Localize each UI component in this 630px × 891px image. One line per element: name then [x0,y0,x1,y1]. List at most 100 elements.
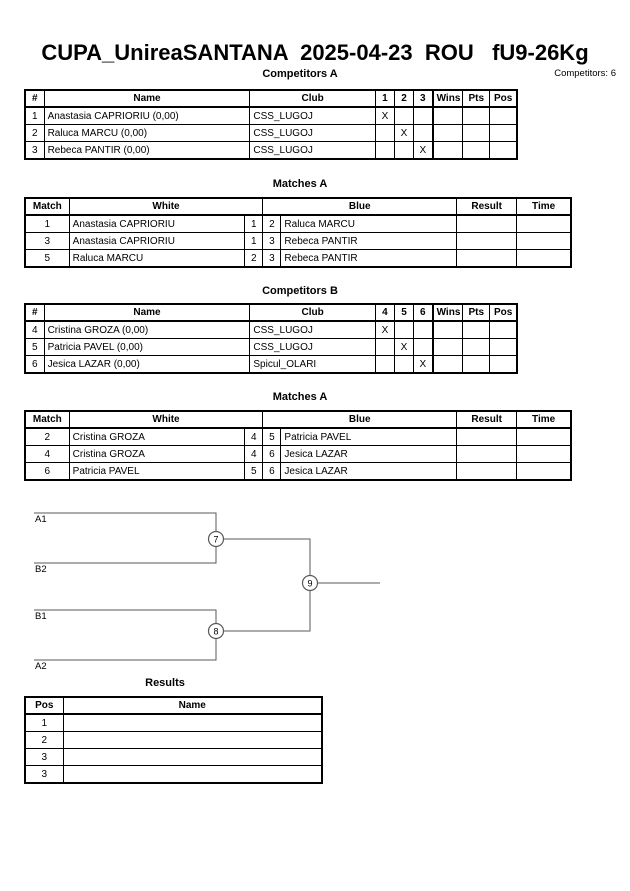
cell-pos [489,124,518,142]
bracket-line-a2 [34,637,217,661]
col-num: # [24,303,45,322]
table-row: 4 Cristina GROZA (0,00) CSS_LUGOJ X [24,320,518,339]
cell-name [62,748,323,766]
cell-mark-5 [393,355,415,374]
col-name: Name [43,303,251,322]
col-pos: Pos [24,696,64,715]
cell-name: Patricia PAVEL (0,00) [43,338,251,356]
cell-name: Rebeca PANTIR (0,00) [43,141,251,160]
col-time: Time [516,197,572,216]
cell-pos: 3 [24,748,64,766]
cell-num: 5 [24,338,45,356]
col-time: Time [516,410,572,429]
cell-time [516,445,572,463]
cell-mark-1 [374,141,395,160]
table-row: 1 Anastasia CAPRIORIU (0,00) CSS_LUGOJ X [24,106,518,125]
col-name: Name [43,89,251,108]
col-result: Result [456,410,518,429]
cell-mark-6: X [413,355,434,374]
cell-pos [489,106,518,125]
table-row: 1 [24,713,323,732]
cell-match-number: 6 [24,462,70,481]
cell-pts [462,106,491,125]
cell-pos: 2 [24,731,64,749]
col-pts: Pts [462,303,491,322]
cell-blue-number: 2 [262,214,282,233]
cell-result [456,249,518,268]
cell-club: CSS_LUGOJ [249,338,376,356]
cell-pos [489,141,518,160]
cell-match-number: 3 [24,232,70,250]
cell-wins [431,141,464,160]
competitors-b-table: # Name Club 4 5 6 Wins Pts Pos 4 Cristin… [24,303,518,374]
cell-mark-1: X [374,106,395,125]
cell-club: CSS_LUGOJ [249,106,376,125]
cell-white-number: 4 [244,427,264,446]
cell-pts [462,141,491,160]
cell-blue-number: 3 [262,249,282,268]
cell-white-number: 1 [244,214,264,233]
cell-time [516,232,572,250]
cell-result [456,427,518,446]
competitors-a-table: # Name Club 1 2 3 Wins Pts Pos 1 Anastas… [24,89,518,160]
table-row: 5 Patricia PAVEL (0,00) CSS_LUGOJ X [24,338,518,356]
table-row: 6 Patricia PAVEL 5 6 Jesica LAZAR [24,462,572,481]
cell-match-number: 4 [24,445,70,463]
cell-pos [489,338,518,356]
col-pts: Pts [462,89,491,108]
col-match: Match [24,410,70,429]
cell-blue-number: 3 [262,232,282,250]
cell-white-name: Raluca MARCU [68,249,246,268]
cell-num: 2 [24,124,45,142]
cell-white-number: 5 [244,462,264,481]
cell-white-name: Anastasia CAPRIORIU [68,214,246,233]
cell-wins [431,338,464,356]
cell-num: 6 [24,355,45,374]
col-match: Match [24,197,70,216]
cell-pos: 3 [24,765,64,784]
cell-club: CSS_LUGOJ [249,141,376,160]
cell-wins [431,355,464,374]
heading-competitors-a: Competitors A [262,68,338,80]
bracket-diagram: 7 8 9 [34,512,380,661]
cell-match-number: 5 [24,249,70,268]
cell-match-number: 1 [24,214,70,233]
col-round-3: 3 [413,89,434,108]
cell-name: Raluca MARCU (0,00) [43,124,251,142]
elimination-bracket: 7 8 9 A1 B2 B1 A2 [0,495,630,680]
cell-time [516,214,572,233]
cell-wins [431,320,464,339]
col-pos: Pos [489,303,518,322]
bracket-node-9-label: 9 [307,579,312,589]
table-row: 3 [24,748,323,766]
col-club: Club [249,303,376,322]
table-row: 6 Jesica LAZAR (0,00) Spicul_OLARI X [24,355,518,374]
cell-mark-3 [413,106,434,125]
cell-blue-name: Rebeca PANTIR [280,249,458,268]
col-blue: Blue [262,197,458,216]
cell-club: Spicul_OLARI [249,355,376,374]
cell-match-number: 2 [24,427,70,446]
bracket-node-7-circle [207,530,225,548]
bracket-node-8-label: 8 [213,627,218,637]
col-round-5: 5 [393,303,415,322]
heading-results: Results [145,677,185,689]
cell-mark-5: X [393,338,415,356]
cell-name [62,731,323,749]
bracket-seed-b2: B2 [35,564,47,575]
heading-competitors-b: Competitors B [262,285,338,297]
cell-blue-number: 6 [262,462,282,481]
cell-club: CSS_LUGOJ [249,124,376,142]
cell-result [456,462,518,481]
bracket-node-8-circle [207,622,225,640]
table-header-row: Match White Blue Result Time [24,410,572,429]
table-header-row: # Name Club 1 2 3 Wins Pts Pos [24,89,518,108]
cell-mark-3: X [413,141,434,160]
col-name: Name [62,696,323,715]
cell-mark-2 [393,106,415,125]
matches-b-table: Match White Blue Result Time 2 Cristina … [24,410,572,481]
table-row: 2 [24,731,323,749]
cell-white-number: 1 [244,232,264,250]
cell-blue-name: Rebeca PANTIR [280,232,458,250]
bracket-line-b2 [34,543,217,564]
